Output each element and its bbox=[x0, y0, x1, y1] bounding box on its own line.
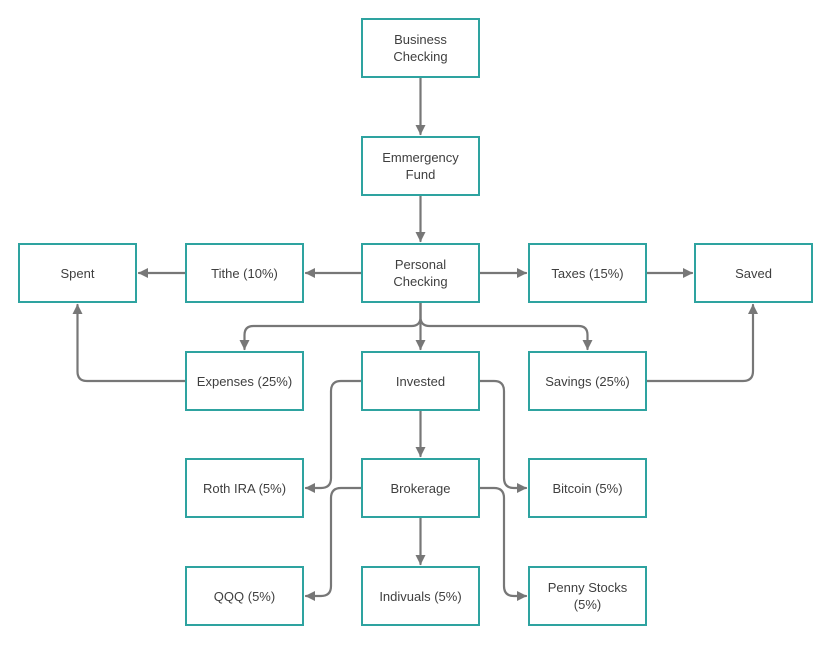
node-savings[interactable]: Savings (25%) bbox=[528, 351, 647, 411]
node-business-checking[interactable]: Business Checking bbox=[361, 18, 480, 78]
connector-personal-to-expenses bbox=[239, 301, 422, 351]
node-label: Saved bbox=[735, 265, 772, 281]
node-roth-ira[interactable]: Roth IRA (5%) bbox=[185, 458, 304, 518]
node-label: Expenses (25%) bbox=[196, 373, 293, 389]
connector-invested-to-roth bbox=[304, 379, 363, 494]
node-label: Savings (25%) bbox=[545, 373, 630, 389]
node-label: Invested bbox=[395, 373, 446, 389]
node-label: Business Checking bbox=[393, 32, 448, 64]
node-individuals[interactable]: Indivuals (5%) bbox=[361, 566, 480, 626]
connector-invested-to-bitcoin bbox=[478, 379, 528, 494]
node-tithe[interactable]: Tithe (10%) bbox=[185, 243, 304, 303]
node-label: Emmergency Fund bbox=[382, 150, 459, 182]
node-personal-checking[interactable]: Personal Checking bbox=[361, 243, 480, 303]
node-label: Roth IRA (5%) bbox=[202, 480, 287, 496]
node-label: Taxes (15%) bbox=[551, 265, 624, 281]
node-emergency-fund[interactable]: Emmergency Fund bbox=[361, 136, 480, 196]
connector-savings-to-saved bbox=[645, 303, 759, 383]
node-label: Brokerage bbox=[390, 480, 451, 496]
node-spent[interactable]: Spent bbox=[18, 243, 137, 303]
node-label: Personal Checking bbox=[393, 257, 448, 289]
node-label: Indivuals (5%) bbox=[379, 588, 462, 604]
node-label: QQQ (5%) bbox=[213, 588, 276, 604]
node-saved[interactable]: Saved bbox=[694, 243, 813, 303]
node-bitcoin[interactable]: Bitcoin (5%) bbox=[528, 458, 647, 518]
connector-brokerage-to-qqq bbox=[304, 486, 363, 602]
node-label: Tithe (10%) bbox=[211, 265, 278, 281]
node-penny-stocks[interactable]: Penny Stocks (5%) bbox=[528, 566, 647, 626]
node-brokerage[interactable]: Brokerage bbox=[361, 458, 480, 518]
connector-expenses-to-spent bbox=[72, 303, 187, 383]
node-label: Penny Stocks (5%) bbox=[547, 580, 628, 612]
node-label: Spent bbox=[60, 265, 95, 281]
node-expenses[interactable]: Expenses (25%) bbox=[185, 351, 304, 411]
node-invested[interactable]: Invested bbox=[361, 351, 480, 411]
node-label: Bitcoin (5%) bbox=[552, 480, 623, 496]
node-qqq[interactable]: QQQ (5%) bbox=[185, 566, 304, 626]
node-taxes[interactable]: Taxes (15%) bbox=[528, 243, 647, 303]
connector-brokerage-to-penny bbox=[478, 486, 528, 602]
connector-personal-to-savings bbox=[419, 301, 593, 351]
